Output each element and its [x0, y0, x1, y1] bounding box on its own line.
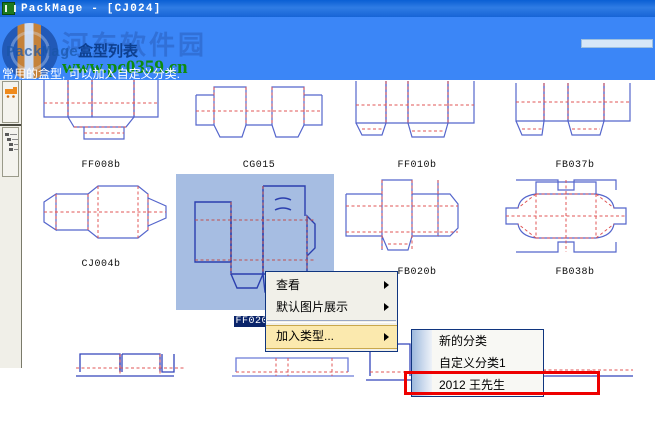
window-titlebar: PackMage - [CJ024]	[0, 0, 655, 17]
box-template-cell[interactable]: CG015	[180, 80, 338, 172]
box-template-cell[interactable]: FB038b	[496, 176, 654, 279]
box-template-cell[interactable]	[62, 346, 220, 391]
packmage-app-icon	[2, 2, 16, 15]
tree-view-icon	[5, 133, 18, 151]
context-menu: 查看 默认图片展示 加入类型...	[265, 271, 398, 352]
box-thumbnail	[22, 176, 180, 248]
menu-item-default-image-display[interactable]: 默认图片展示	[266, 296, 397, 318]
menu-item-label: 加入类型...	[276, 329, 335, 343]
window-title: PackMage - [CJ024]	[21, 2, 162, 15]
add-to-category-submenu: 新的分类 自定义分类1 2012 王先生	[411, 329, 544, 397]
submenu-item-2012-mr-wang[interactable]: 2012 王先生	[412, 374, 543, 396]
watermark-site-name: 河东软件园	[62, 30, 208, 60]
sidebar-item-cart[interactable]	[2, 81, 19, 123]
box-template-cell[interactable]: CJ004b	[22, 176, 180, 271]
sidebar-item-tree[interactable]	[2, 127, 19, 177]
box-thumbnail	[338, 176, 496, 256]
page-title-cn: 盒型列表	[78, 43, 139, 60]
auto-bottom-carton-drawing	[515, 83, 631, 136]
box-template-cell[interactable]: FB020b	[338, 176, 496, 279]
box-template-label: FF008b	[81, 160, 121, 171]
menu-item-add-to-category[interactable]: 加入类型...	[266, 325, 397, 349]
chevron-right-icon	[384, 333, 389, 341]
menu-item-label: 查看	[276, 278, 301, 292]
submenu-item-label: 自定义分类1	[439, 356, 506, 370]
four-corner-tray-drawing	[505, 179, 627, 253]
side-gusset-carton-drawing	[345, 179, 459, 251]
box-thumbnail	[496, 176, 654, 256]
box-template-label: FB038b	[555, 267, 595, 278]
header-search-field[interactable]	[581, 39, 653, 48]
chevron-right-icon	[384, 303, 389, 311]
page-title-latin: PackMage	[6, 44, 79, 61]
page-subtitle: 常用的盒型, 可以加入自定义分类.	[2, 67, 181, 80]
sidebar-divider	[0, 124, 21, 126]
box-template-cell[interactable]: FF010b	[338, 80, 496, 172]
box-template-gallery: FF008b CG015	[22, 80, 655, 445]
box-thumbnail	[62, 346, 220, 386]
tuck-top-carton-drawing	[355, 81, 475, 138]
watermark-site-url: www.pc0359.cn	[62, 57, 188, 78]
box-template-label: FF020b	[234, 316, 276, 327]
menu-separator	[267, 320, 396, 323]
box-template-label: CJ004b	[81, 259, 121, 270]
menu-item-view[interactable]: 查看	[266, 274, 397, 296]
shopping-cart-icon	[5, 87, 17, 98]
submenu-item-label: 新的分类	[439, 334, 488, 348]
box-thumbnail	[22, 80, 180, 149]
submenu-gutter	[412, 330, 432, 396]
box-template-label: FB020b	[397, 267, 437, 278]
watermark-logo-icon	[2, 23, 58, 79]
box-template-cell[interactable]: FF008b	[22, 80, 180, 172]
flat-sleeve-strip-drawing	[232, 357, 354, 377]
submenu-item-custom-category-1[interactable]: 自定义分类1	[412, 352, 543, 374]
chevron-right-icon	[384, 281, 389, 289]
tapered-tray-drawing	[43, 185, 167, 239]
box-thumbnail	[338, 80, 496, 149]
page-title: PackMage盒型列表	[6, 40, 138, 61]
page-header: 河东软件园 www.pc0359.cn PackMage盒型列表 常用的盒型, …	[0, 17, 655, 80]
box-template-label: FF010b	[397, 160, 437, 171]
submenu-item-label: 2012 王先生	[439, 378, 506, 392]
flat-panel-strip-drawing	[76, 353, 186, 377]
box-thumbnail	[218, 346, 376, 386]
submenu-item-new-category[interactable]: 新的分类	[412, 330, 543, 352]
box-template-cell[interactable]	[218, 346, 376, 391]
menu-item-label: 默认图片展示	[276, 300, 349, 314]
left-sidebar	[0, 80, 22, 368]
cross-flap-carton-drawing	[195, 86, 323, 138]
tuck-end-carton-drawing	[43, 80, 159, 140]
box-thumbnail	[496, 80, 654, 149]
box-template-cell[interactable]: FB037b	[496, 80, 654, 172]
box-template-label: CG015	[242, 160, 276, 171]
box-thumbnail	[180, 80, 338, 149]
box-template-label: FB037b	[555, 160, 595, 171]
